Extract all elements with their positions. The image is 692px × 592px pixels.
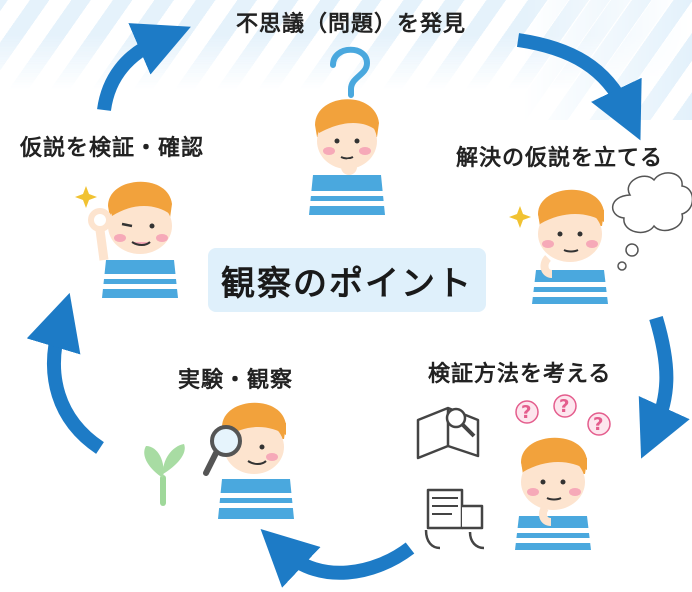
arrow-top-left bbox=[97, 23, 191, 112]
step-label-form-hypothesis: 解決の仮説を立てる bbox=[456, 146, 664, 171]
kid-bottom-right: ? ? ? bbox=[515, 394, 611, 550]
kid-bottom-center bbox=[203, 402, 294, 519]
arrow-right bbox=[638, 316, 690, 459]
kid-top bbox=[309, 46, 385, 215]
center-title-box: 観察のポイント bbox=[208, 248, 486, 312]
thought-bubble-icon bbox=[612, 172, 692, 271]
book-icon bbox=[416, 406, 480, 460]
sparkle-icon bbox=[75, 186, 97, 208]
arrow-bottom bbox=[260, 528, 415, 588]
kid-left bbox=[75, 181, 178, 298]
step-label-plan-verification: 検証方法を考える bbox=[428, 362, 612, 387]
sprout-icon bbox=[144, 444, 185, 506]
tablet-icon bbox=[424, 488, 485, 550]
diagram-title: 観察のポイント bbox=[221, 263, 473, 304]
svg-text:?: ? bbox=[593, 414, 603, 435]
step-label-experiment-observe: 実験・観察 bbox=[178, 368, 294, 393]
question-mark-icon: ? ? ? bbox=[515, 394, 611, 436]
question-mark-icon bbox=[330, 46, 371, 98]
step-label-verify-hypothesis: 仮説を検証・確認 bbox=[20, 136, 205, 161]
step-label-discover-problem: 不思議（問題）を発見 bbox=[236, 12, 467, 37]
svg-text:?: ? bbox=[559, 396, 569, 417]
magnifying-glass-icon bbox=[203, 425, 242, 476]
arrow-top-right bbox=[516, 33, 642, 141]
svg-text:?: ? bbox=[521, 402, 531, 423]
sparkle-icon bbox=[509, 206, 531, 228]
kid-right bbox=[509, 189, 608, 304]
arrow-left bbox=[26, 292, 105, 454]
